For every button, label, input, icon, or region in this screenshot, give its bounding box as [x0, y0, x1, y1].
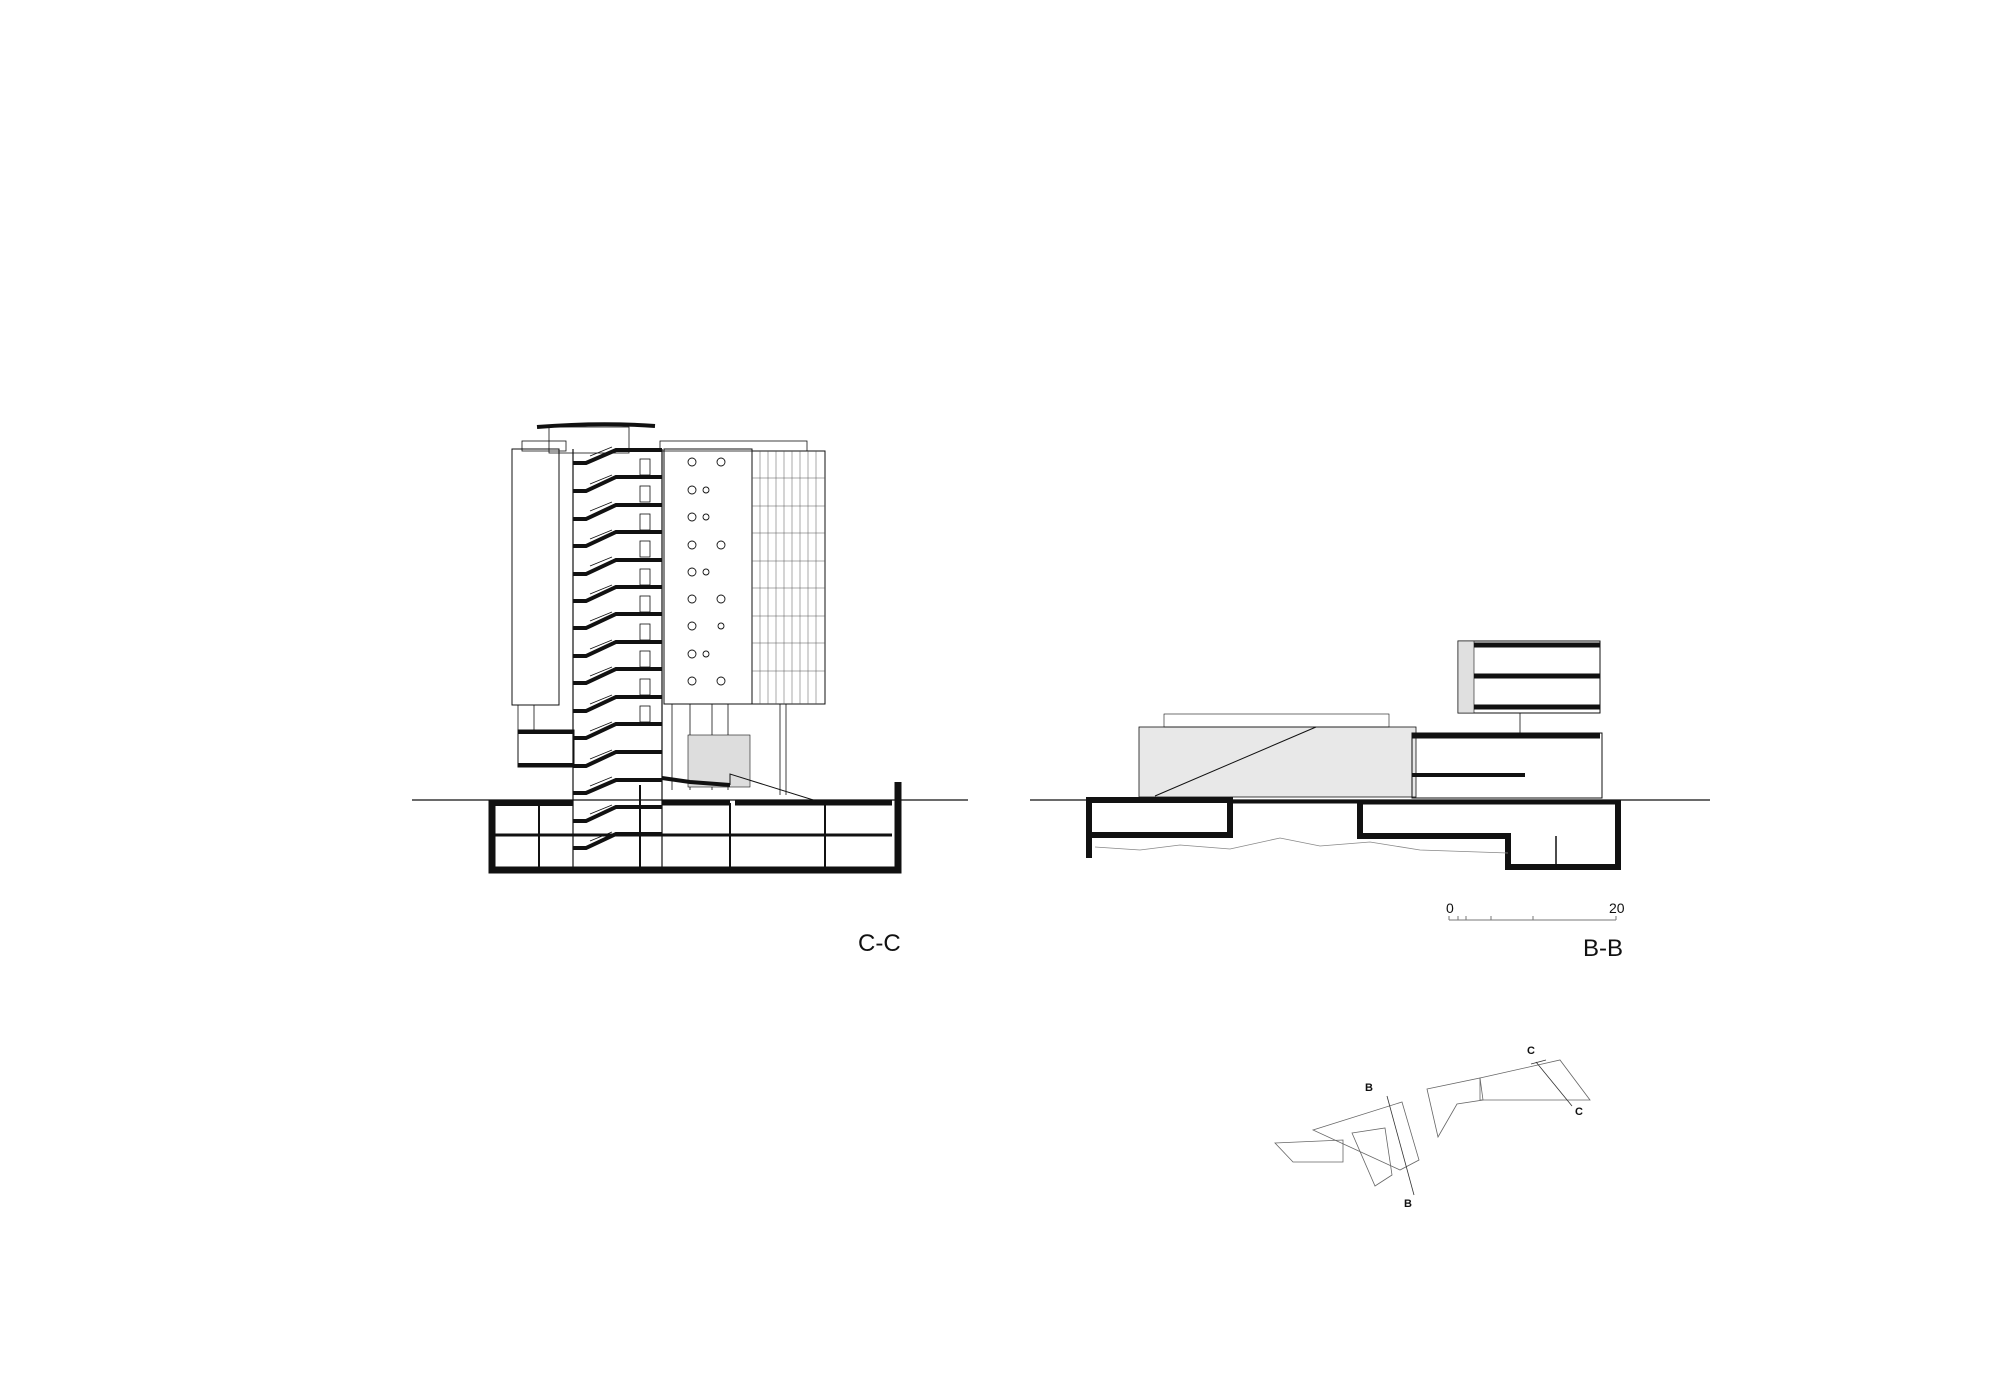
key-plan-marker-b-bottom: B — [1404, 1198, 1412, 1210]
key-plan — [1274, 1059, 1591, 1196]
key-plan-marker-c-top: C — [1527, 1045, 1535, 1057]
section-b-b-drawing — [1030, 640, 1710, 870]
scale-bar-end-label: 20 — [1609, 900, 1625, 916]
scale-bar — [1448, 916, 1617, 921]
key-plan-marker-b-top: B — [1365, 1082, 1373, 1094]
scale-bar-start-label: 0 — [1446, 900, 1454, 916]
key-plan-marker-c-bottom: C — [1575, 1106, 1583, 1118]
section-title-b-b: B-B — [1583, 935, 1624, 962]
section-c-c-drawing — [412, 422, 968, 874]
section-title-c-c: C-C — [858, 930, 901, 957]
